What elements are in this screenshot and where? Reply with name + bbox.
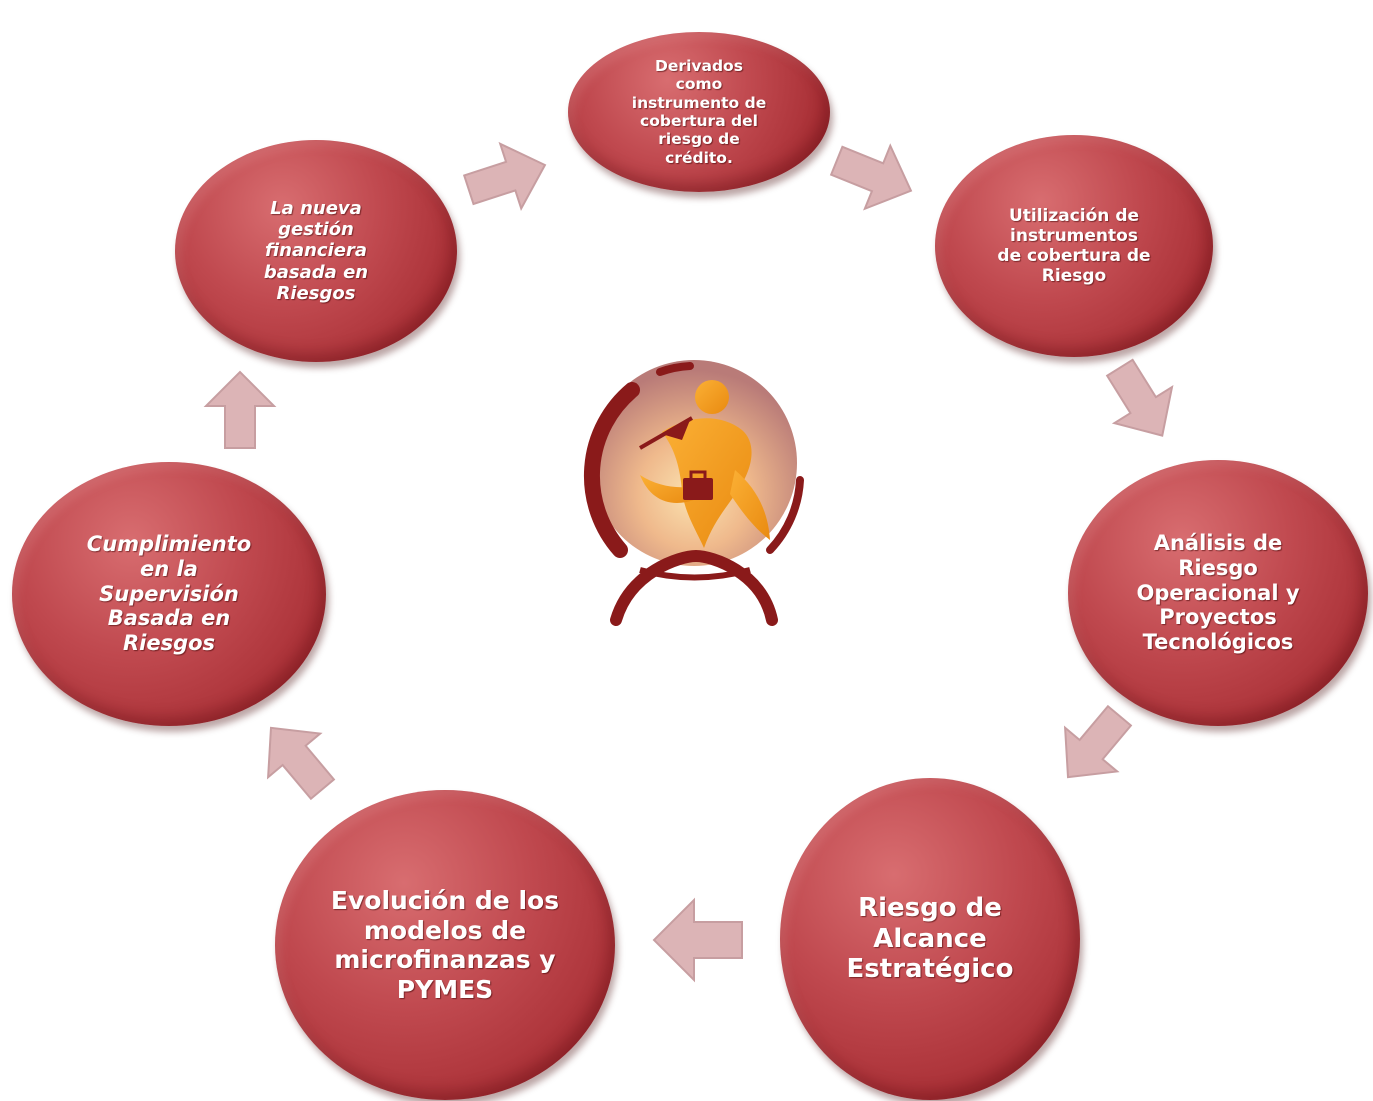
node-alcance: Riesgo de Alcance Estratégico [780,778,1080,1100]
arrow-7 [203,370,277,449]
arrow-4 [1063,704,1133,779]
node-derivados-label: Derivados como instrumento de cobertura … [631,57,767,167]
node-utilizacion-label: Utilización de instrumentos de cobertura… [997,205,1151,287]
arrow-2 [829,143,913,211]
arrow-6 [266,726,336,801]
node-gestion-label: La nueva gestión financiera basada en Ri… [263,197,369,304]
node-utilizacion: Utilización de instrumentos de cobertura… [935,135,1213,357]
node-cumplimiento-label: Cumplimiento en la Supervisión Basada en… [86,532,252,656]
node-cumplimiento: Cumplimiento en la Supervisión Basada en… [12,462,326,726]
node-analisis-label: Análisis de Riesgo Operacional y Proyect… [1136,531,1300,655]
arrow-5 [652,897,743,983]
node-alcance-label: Riesgo de Alcance Estratégico [846,892,1014,985]
arrow-1 [462,141,547,211]
businessman-globe-icon [584,360,804,626]
node-evolucion-label: Evolución de los modelos de microfinanza… [330,886,560,1004]
node-analisis: Análisis de Riesgo Operacional y Proyect… [1068,460,1368,726]
arrow-3 [1105,358,1174,437]
node-evolucion: Evolución de los modelos de microfinanza… [275,790,615,1100]
node-derivados: Derivados como instrumento de cobertura … [568,32,830,192]
node-gestion: La nueva gestión financiera basada en Ri… [175,140,457,362]
